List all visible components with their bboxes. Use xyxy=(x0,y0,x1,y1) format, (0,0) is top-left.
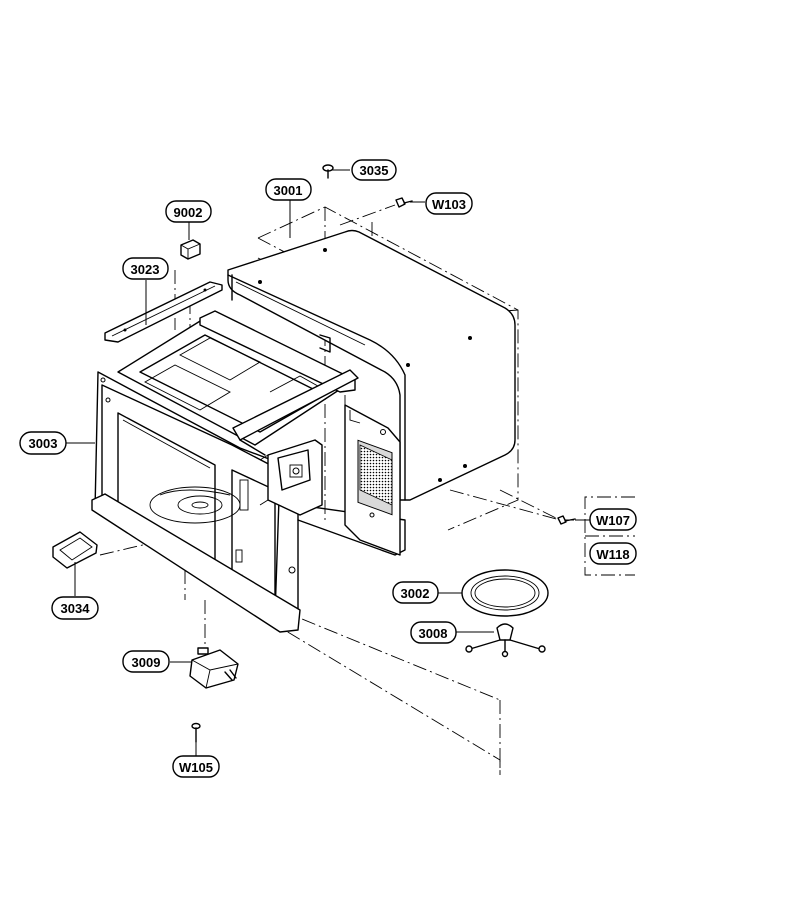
svg-text:3009: 3009 xyxy=(132,655,161,670)
svg-text:3008: 3008 xyxy=(419,626,448,641)
turntable-tray-3002 xyxy=(461,569,549,617)
svg-text:3034: 3034 xyxy=(61,601,91,616)
svg-text:3003: 3003 xyxy=(29,436,58,451)
leader-lines xyxy=(66,169,590,756)
callout-w107: W107 xyxy=(589,508,637,531)
callout-3001: 3001 xyxy=(265,178,312,201)
svg-text:W118: W118 xyxy=(596,547,629,562)
callout-3023: 3023 xyxy=(122,257,169,280)
callout-w105: W105 xyxy=(172,755,220,778)
svg-text:3023: 3023 xyxy=(131,262,160,277)
callout-3002: 3002 xyxy=(392,581,439,604)
svg-text:W103: W103 xyxy=(432,197,466,212)
turntable-motor-3009 xyxy=(189,647,239,689)
side-rail-3023 xyxy=(104,281,223,343)
oven-cavity-assembly xyxy=(91,310,406,633)
roller-guide-3008 xyxy=(465,623,546,658)
callout-3035: 3035 xyxy=(351,159,397,181)
waveguide-cover-3034 xyxy=(52,531,98,569)
callout-9002: 9002 xyxy=(165,200,212,223)
callout-w118: W118 xyxy=(589,542,637,565)
screw-w107 xyxy=(557,515,576,525)
callout-3003: 3003 xyxy=(19,431,67,455)
svg-text:W107: W107 xyxy=(596,513,630,528)
svg-text:3001: 3001 xyxy=(274,183,303,198)
callout-3009: 3009 xyxy=(122,650,170,673)
callout-w103: W103 xyxy=(425,192,473,215)
svg-text:9002: 9002 xyxy=(174,205,203,220)
screw-w105 xyxy=(191,722,201,743)
screw-3035 xyxy=(322,164,334,179)
vent-grille xyxy=(359,444,393,506)
svg-text:W105: W105 xyxy=(179,760,213,775)
callout-3034: 3034 xyxy=(51,596,99,620)
svg-text:3002: 3002 xyxy=(401,586,430,601)
outer-cabinet xyxy=(227,229,516,501)
screw-w103 xyxy=(395,197,413,208)
svg-text:3035: 3035 xyxy=(360,163,389,178)
callout-3008: 3008 xyxy=(410,621,457,644)
sensor-9002 xyxy=(180,239,201,260)
